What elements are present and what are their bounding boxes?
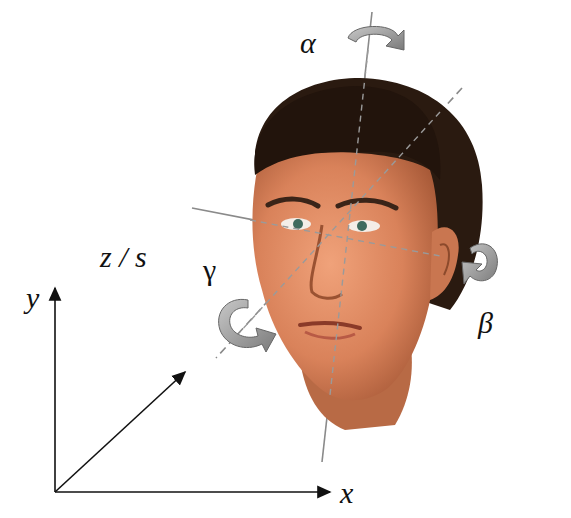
- rotation-arrows: [219, 26, 498, 352]
- axis-label: z / s: [100, 242, 147, 272]
- rotation-label: β: [478, 308, 493, 338]
- axis-label: y: [26, 283, 39, 313]
- head: [252, 78, 482, 430]
- rotation-axes: [192, 12, 470, 462]
- rotation-label: γ: [203, 255, 216, 285]
- rotation-label: α: [300, 28, 316, 58]
- axis-label: x: [340, 478, 353, 508]
